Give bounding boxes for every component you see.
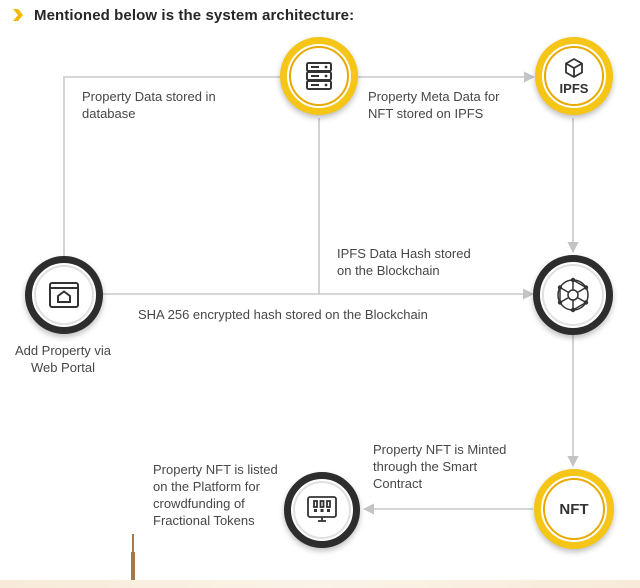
database-node: [280, 37, 358, 115]
label-sha-hash: SHA 256 encrypted hash stored on the Blo…: [138, 307, 428, 322]
web-portal-node: [25, 256, 103, 334]
ipfs-node: IPFS: [535, 37, 613, 115]
chevron-right-icon: [13, 9, 23, 21]
section-header: Mentioned below is the system architectu…: [10, 4, 354, 26]
footer-strip: [0, 580, 640, 588]
label-ipfs-hash: IPFS Data Hash stored on the Blockchain: [337, 246, 471, 278]
label-add-property: Add Property via Web Portal: [14, 343, 112, 375]
page-title: Mentioned below is the system architectu…: [34, 6, 355, 24]
circuit-screen-icon: [307, 496, 337, 522]
ipfs-label: IPFS: [559, 80, 589, 96]
cube-icon: [565, 57, 583, 78]
nft-node: NFT: [534, 469, 614, 549]
platform-node: [284, 472, 360, 548]
tower-decoration: [131, 524, 135, 588]
blockchain-node: [533, 255, 613, 335]
server-icon: [306, 62, 332, 90]
nft-label: NFT: [559, 500, 589, 518]
label-nft-listed: Property NFT is listed on the Platform f…: [153, 462, 278, 528]
label-meta-data: Property Meta Data for NFT stored on IPF…: [368, 89, 500, 121]
network-icon: [557, 277, 589, 313]
label-property-data: Property Data stored in database: [82, 89, 216, 121]
connector-portal-to-database: [63, 76, 281, 258]
house-browser-icon: [49, 282, 79, 308]
label-nft-minted: Property NFT is Minted through the Smart…: [373, 442, 507, 491]
